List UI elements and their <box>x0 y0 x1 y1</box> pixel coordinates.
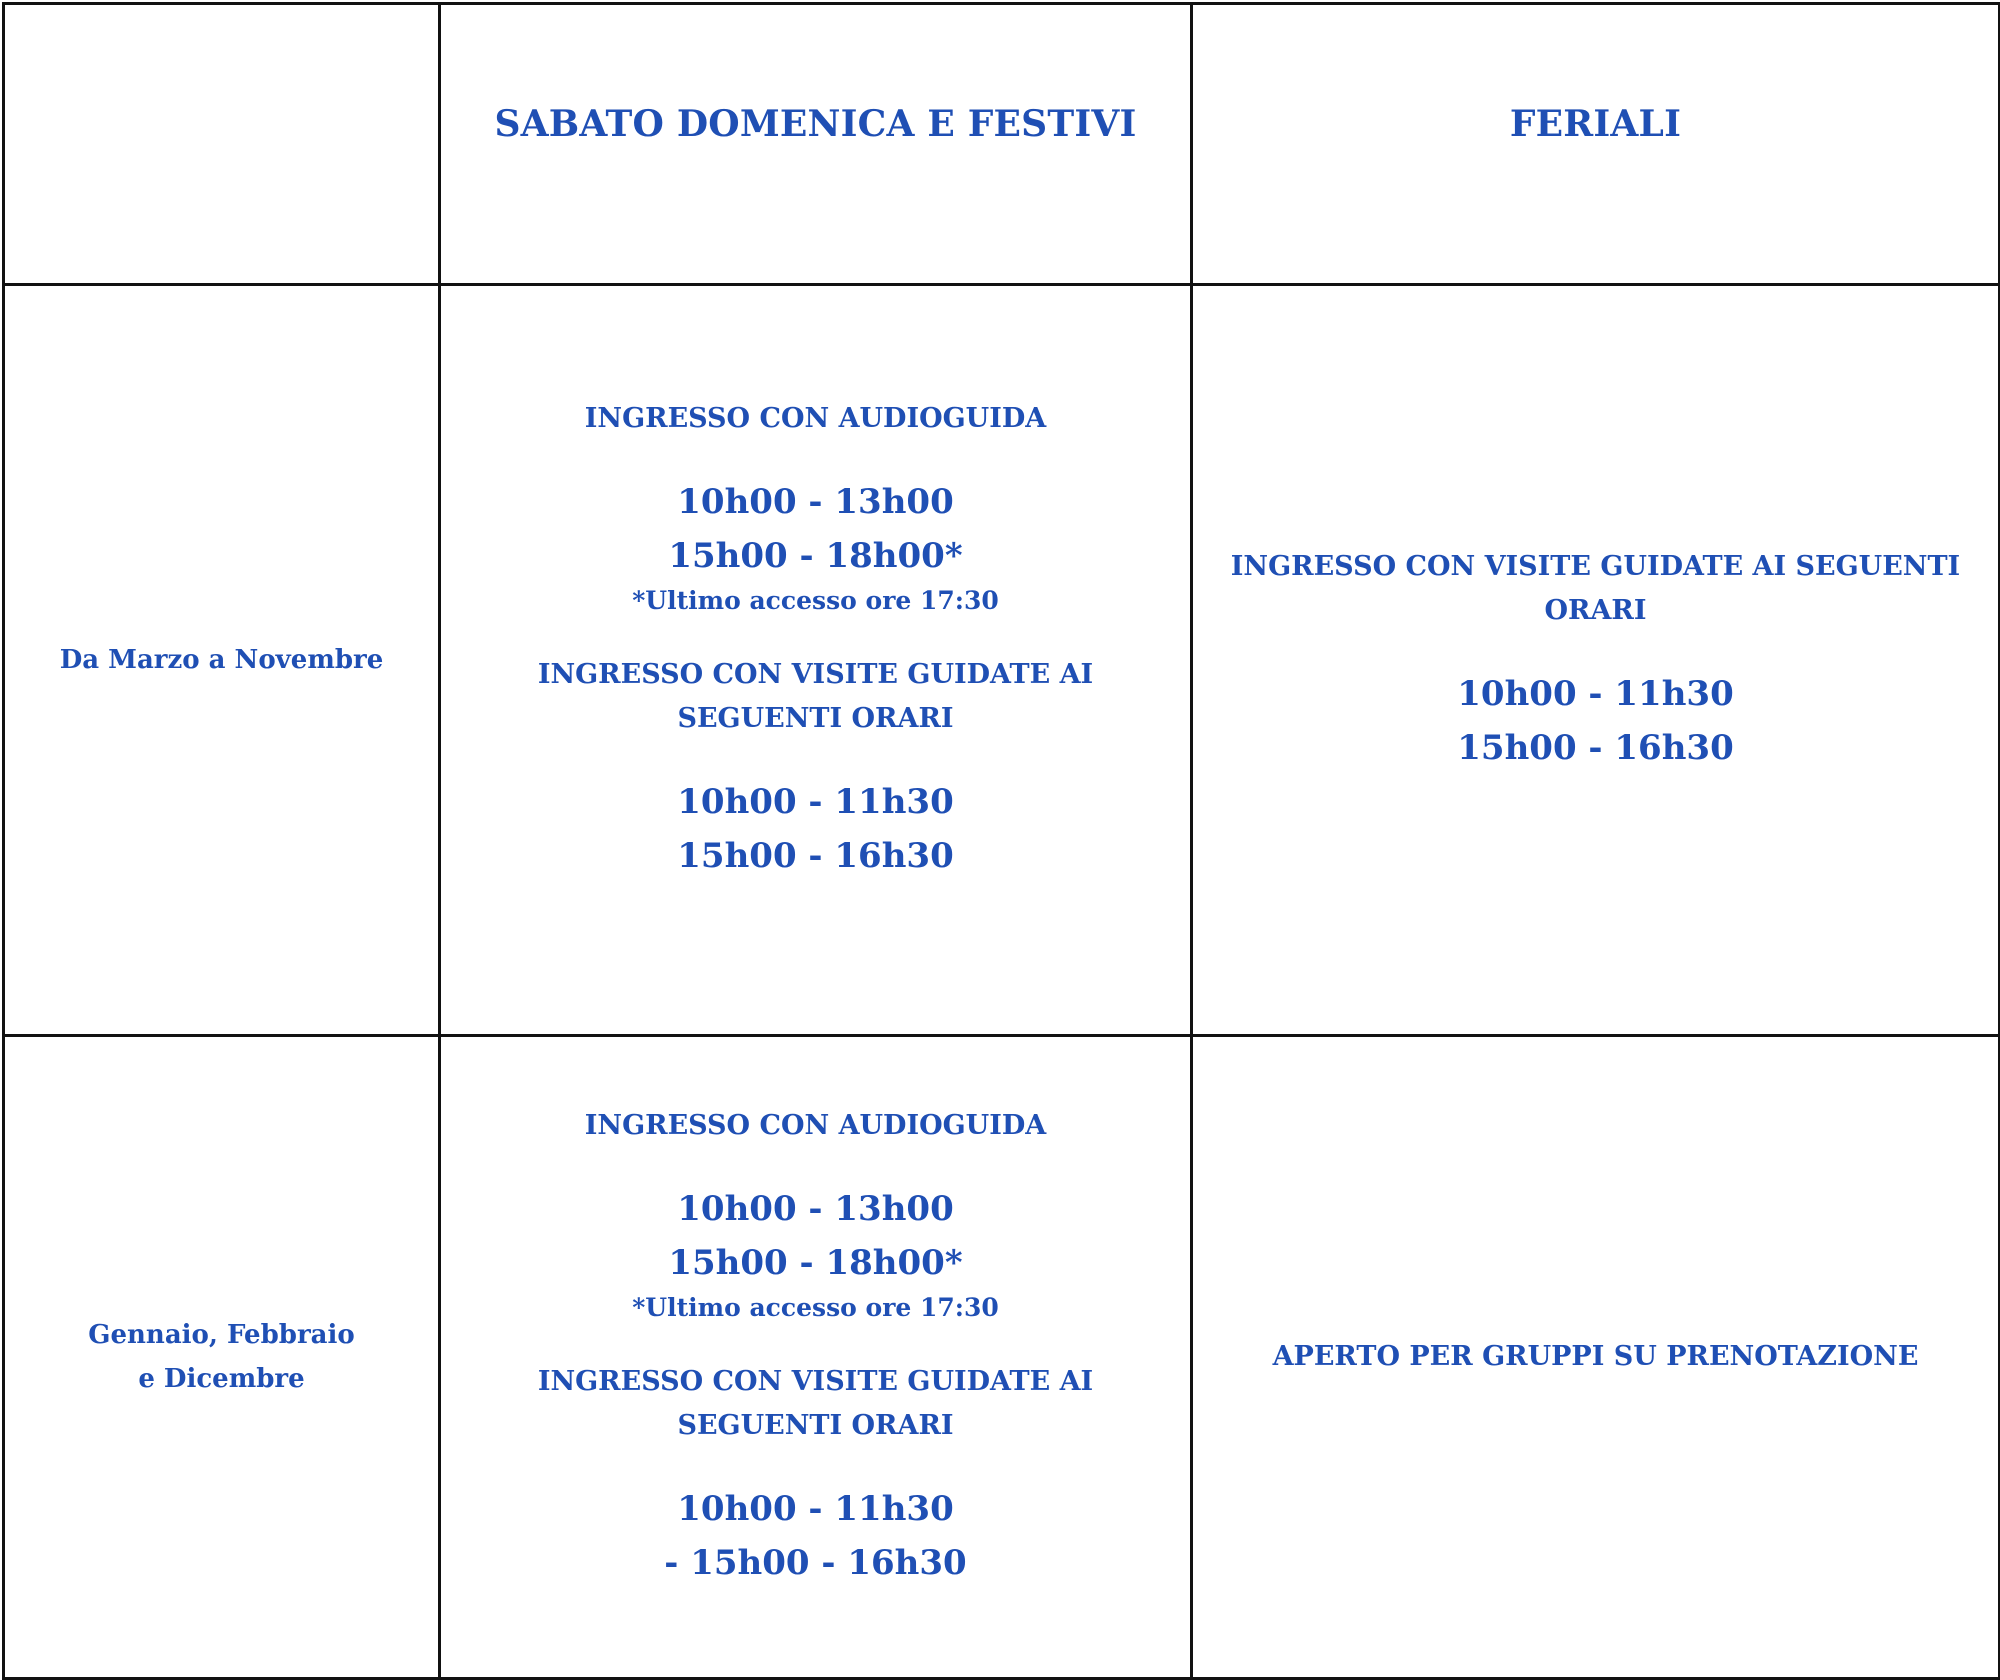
guided-tour-time: 10h00 - 11h30 <box>677 782 954 822</box>
guided-tour-time: 10h00 - 11h30 <box>677 1489 954 1529</box>
audioguide-time: 10h00 - 13h00 <box>677 482 954 522</box>
guided-tour-time: - 15h00 - 16h30 <box>664 1543 967 1583</box>
guided-tour-time: 10h00 - 11h30 <box>1457 674 1734 714</box>
header-weekend: SABATO DOMENICA E FESTIVI <box>494 103 1137 145</box>
period-label: Gennaio, Febbraio e Dicembre <box>88 1320 355 1394</box>
header-weekday-cell: FERIALI <box>1190 2 2000 286</box>
period-cell: Gennaio, Febbraio e Dicembre <box>2 1034 441 1680</box>
audioguide-label: INGRESSO CON AUDIOGUIDA <box>584 403 1047 434</box>
weekday-cell: APERTO PER GRUPPI SU PRENOTAZIONE <box>1190 1034 2000 1680</box>
audioguide-time: 10h00 - 13h00 <box>677 1189 954 1229</box>
guided-tour-label: INGRESSO CON VISITE GUIDATE AI SEGUENTI … <box>537 1366 1094 1441</box>
weekday-cell: INGRESSO CON VISITE GUIDATE AI SEGUENTI … <box>1190 283 2000 1037</box>
last-entry-note: *Ultimo accesso ore 17:30 <box>632 1293 999 1322</box>
period-cell: Da Marzo a Novembre <box>2 283 441 1037</box>
table-row: Da Marzo a Novembre INGRESSO CON AUDIOGU… <box>2 283 2000 1037</box>
period-label: Da Marzo a Novembre <box>59 645 384 675</box>
table-row: Gennaio, Febbraio e Dicembre INGRESSO CO… <box>2 1034 2000 1680</box>
audioguide-label: INGRESSO CON AUDIOGUIDA <box>584 1110 1047 1141</box>
header-weekend-cell: SABATO DOMENICA E FESTIVI <box>438 2 1193 286</box>
groups-booking-text: APERTO PER GRUPPI SU PRENOTAZIONE <box>1272 1341 1919 1372</box>
weekend-cell: INGRESSO CON AUDIOGUIDA 10h00 - 13h00 15… <box>438 283 1193 1037</box>
audioguide-time: 15h00 - 18h00* <box>668 536 963 576</box>
guided-tour-time: 15h00 - 16h30 <box>677 836 954 876</box>
header-row: SABATO DOMENICA E FESTIVI FERIALI <box>2 2 2000 286</box>
audioguide-time: 15h00 - 18h00* <box>668 1243 963 1283</box>
guided-tour-label: INGRESSO CON VISITE GUIDATE AI SEGUENTI … <box>1230 551 1961 626</box>
header-empty-cell <box>2 2 441 286</box>
weekend-cell: INGRESSO CON AUDIOGUIDA 10h00 - 13h00 15… <box>438 1034 1193 1680</box>
guided-tour-time: 15h00 - 16h30 <box>1457 728 1734 768</box>
guided-tour-label: INGRESSO CON VISITE GUIDATE AI SEGUENTI … <box>537 659 1094 734</box>
last-entry-note: *Ultimo accesso ore 17:30 <box>632 586 999 615</box>
header-weekday: FERIALI <box>1509 103 1682 145</box>
